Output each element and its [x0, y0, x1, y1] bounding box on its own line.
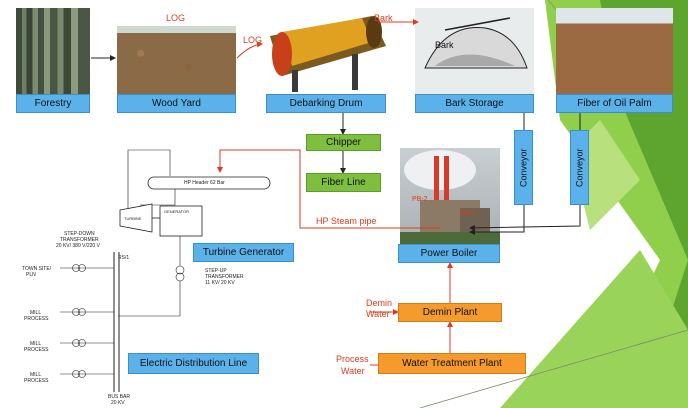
hp-steam-pipe-line	[217, 149, 440, 229]
generator-label: GENERATOR	[164, 209, 189, 214]
bark-label-top: Bark	[374, 13, 393, 23]
mill-1-label-2: PROCESS	[24, 316, 49, 322]
stepup-label-3: 11 KV/ 20 KV	[205, 280, 235, 286]
stepup-label-1: STEP-UP	[205, 268, 227, 274]
mill-3-label-2: PROCESS	[24, 378, 49, 384]
process-water-label-1: Process	[336, 354, 369, 364]
oil-palm-fiber-photo	[556, 8, 673, 94]
demin-water-label-1: Demin	[366, 298, 393, 308]
mill-3-label-1: MILL	[30, 372, 42, 378]
process-water-label-2: Water	[341, 366, 365, 376]
conveyor-1-box: Conveyor	[514, 130, 533, 205]
water-treatment-plant-box: Water Treatment Plant	[378, 353, 526, 374]
bark-storage-box: Bark Storage	[415, 94, 534, 113]
town-label-2: PLN	[26, 272, 36, 278]
bus-bar-label-1: BUS BAR	[108, 394, 130, 400]
feeder-town	[60, 264, 114, 272]
forestry-photo	[16, 8, 90, 94]
town-label-1: TOWN SITE/	[22, 266, 52, 272]
rs-label: RS/1	[118, 255, 130, 261]
log-label-top: LOG	[166, 13, 186, 23]
generator-shape	[159, 205, 203, 237]
schematic-line	[127, 149, 171, 213]
stepdown-label-1: STEP-DOWN	[64, 231, 95, 237]
feeder-mill-3	[60, 370, 114, 378]
bg-line	[419, 329, 688, 408]
stepdown-label-3: 20 KV/ 380 V/220 V	[56, 243, 100, 249]
hp-header-label: HP Header 62 Bar	[184, 180, 225, 186]
stepdown-label-2: TRANSFORMER	[60, 237, 99, 243]
feeder-mill-1	[60, 308, 114, 316]
fiber-line-box: Fiber Line	[306, 173, 381, 192]
debarking-drum-photo	[262, 6, 386, 94]
pb2-label: PB-2	[412, 196, 428, 203]
log-label-drum: LOG	[243, 35, 263, 45]
feeder-mill-2	[60, 339, 114, 347]
wood-yard-box: Wood Yard	[117, 94, 236, 113]
chipper-box: Chipper	[306, 134, 381, 151]
hp-header-shape	[147, 176, 271, 190]
demin-water-label-2: Water	[366, 309, 390, 319]
bus-bar-label-2: 20 KV	[111, 400, 125, 406]
stepup-coil-1	[175, 265, 185, 275]
mill-2-label-1: MILL	[30, 341, 42, 347]
electric-distribution-line-box: Electric Distribution Line	[128, 353, 259, 374]
schematic-line	[118, 281, 181, 317]
turbine-shape	[119, 203, 153, 233]
arrow-conveyor2-boiler	[469, 205, 581, 231]
bark-label-inside: Bark	[435, 40, 454, 50]
wood-yard-photo	[117, 26, 236, 94]
bark-storage-photo	[415, 8, 534, 94]
schematic-line	[140, 189, 176, 206]
hp-steam-pipe-label: HP Steam pipe	[316, 216, 377, 226]
mill-2-label-2: PROCESS	[24, 347, 49, 353]
arrow-conveyor1-boiler	[469, 205, 525, 235]
oil-palm-fiber-box: Fiber of Oil Palm	[556, 94, 673, 113]
demin-plant-box: Demin Plant	[398, 303, 502, 322]
forestry-box: Forestry	[16, 94, 90, 113]
turbine-label: TURBINE	[124, 216, 142, 221]
turbine-generator-box: Turbine Generator	[193, 243, 294, 262]
debarking-drum-box: Debarking Drum	[266, 94, 386, 113]
mill-1-label-1: MILL	[30, 310, 42, 316]
arrow-woodyard-drum	[236, 41, 263, 59]
power-boiler-box: Power Boiler	[398, 244, 500, 263]
pb1-label: PB-1	[460, 210, 476, 217]
conveyor-2-box: Conveyor	[570, 130, 589, 205]
bg-green-shape-lower	[500, 250, 688, 408]
stepup-label-2: TRANSFORMER	[205, 274, 244, 280]
